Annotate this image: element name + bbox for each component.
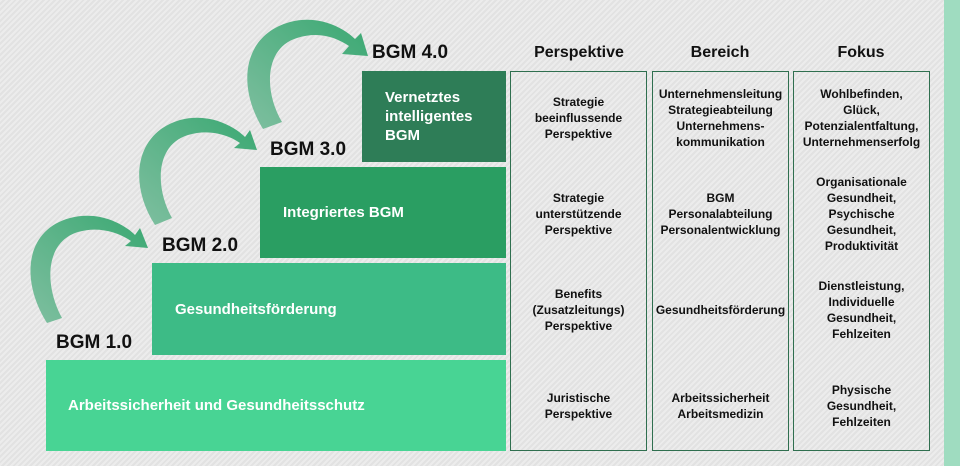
cell: Dienstleistung, Individuelle Gesundheit,… — [818, 279, 905, 341]
column-perspektive: Strategie beeinflussende Perspektive Str… — [510, 71, 647, 451]
level-3-title: Integriertes BGM — [283, 204, 404, 221]
cell: Benefits (Zusatzleitungs) Perspektive — [532, 287, 625, 333]
arrow-icon — [247, 19, 368, 129]
level-3-block: Integriertes BGM — [260, 167, 506, 258]
header-fokus: Fokus — [837, 44, 885, 61]
level-3-label: BGM 3.0 — [270, 139, 347, 160]
cell: Strategie unterstützende Perspektive — [535, 191, 622, 237]
cell: Physische Gesundheit, Fehlzeiten — [826, 383, 897, 429]
cell: Unternehmensleitung Strategieabteilung U… — [658, 87, 783, 149]
column-bereich: Unternehmensleitung Strategieabteilung U… — [652, 71, 789, 451]
header-perspektive: Perspektive — [534, 44, 624, 61]
cell: Organisationale Gesundheit, Psychische G… — [816, 175, 907, 253]
arrow-icon — [30, 215, 148, 323]
cell: Juristische Perspektive — [544, 391, 613, 421]
level-2-block: Gesundheitsförderung — [152, 263, 506, 355]
level-1-label: BGM 1.0 — [56, 332, 133, 353]
level-2-title: Gesundheitsförderung — [175, 300, 337, 318]
header-bereich: Bereich — [690, 44, 750, 61]
cell: Strategie beeinflussende Perspektive — [534, 95, 623, 141]
cell: BGM Personalabteilung Personalentwicklun… — [660, 191, 781, 237]
level-4-block: Vernetztes intelligentes BGM — [362, 71, 506, 162]
arrows — [30, 19, 368, 323]
level-1-title: Arbeitssicherheit und Gesundheitsschutz — [68, 397, 365, 414]
level-4-title: Vernetztes intelligentes BGM — [385, 89, 473, 144]
level-4-label: BGM 4.0 — [372, 42, 449, 63]
cell: Wohlbefinden, Glück, Potenzialentfaltung… — [802, 87, 921, 149]
side-stripe — [944, 0, 960, 466]
arrow-icon — [139, 117, 257, 225]
cell: Gesundheitsförderung — [655, 303, 786, 317]
cell: Arbeitssicherheit Arbeitsmedizin — [671, 391, 770, 421]
level-1-block: Arbeitssicherheit und Gesundheitsschutz — [46, 360, 506, 451]
level-2-label: BGM 2.0 — [162, 235, 239, 256]
column-fokus: Wohlbefinden, Glück, Potenzialentfaltung… — [793, 71, 930, 451]
